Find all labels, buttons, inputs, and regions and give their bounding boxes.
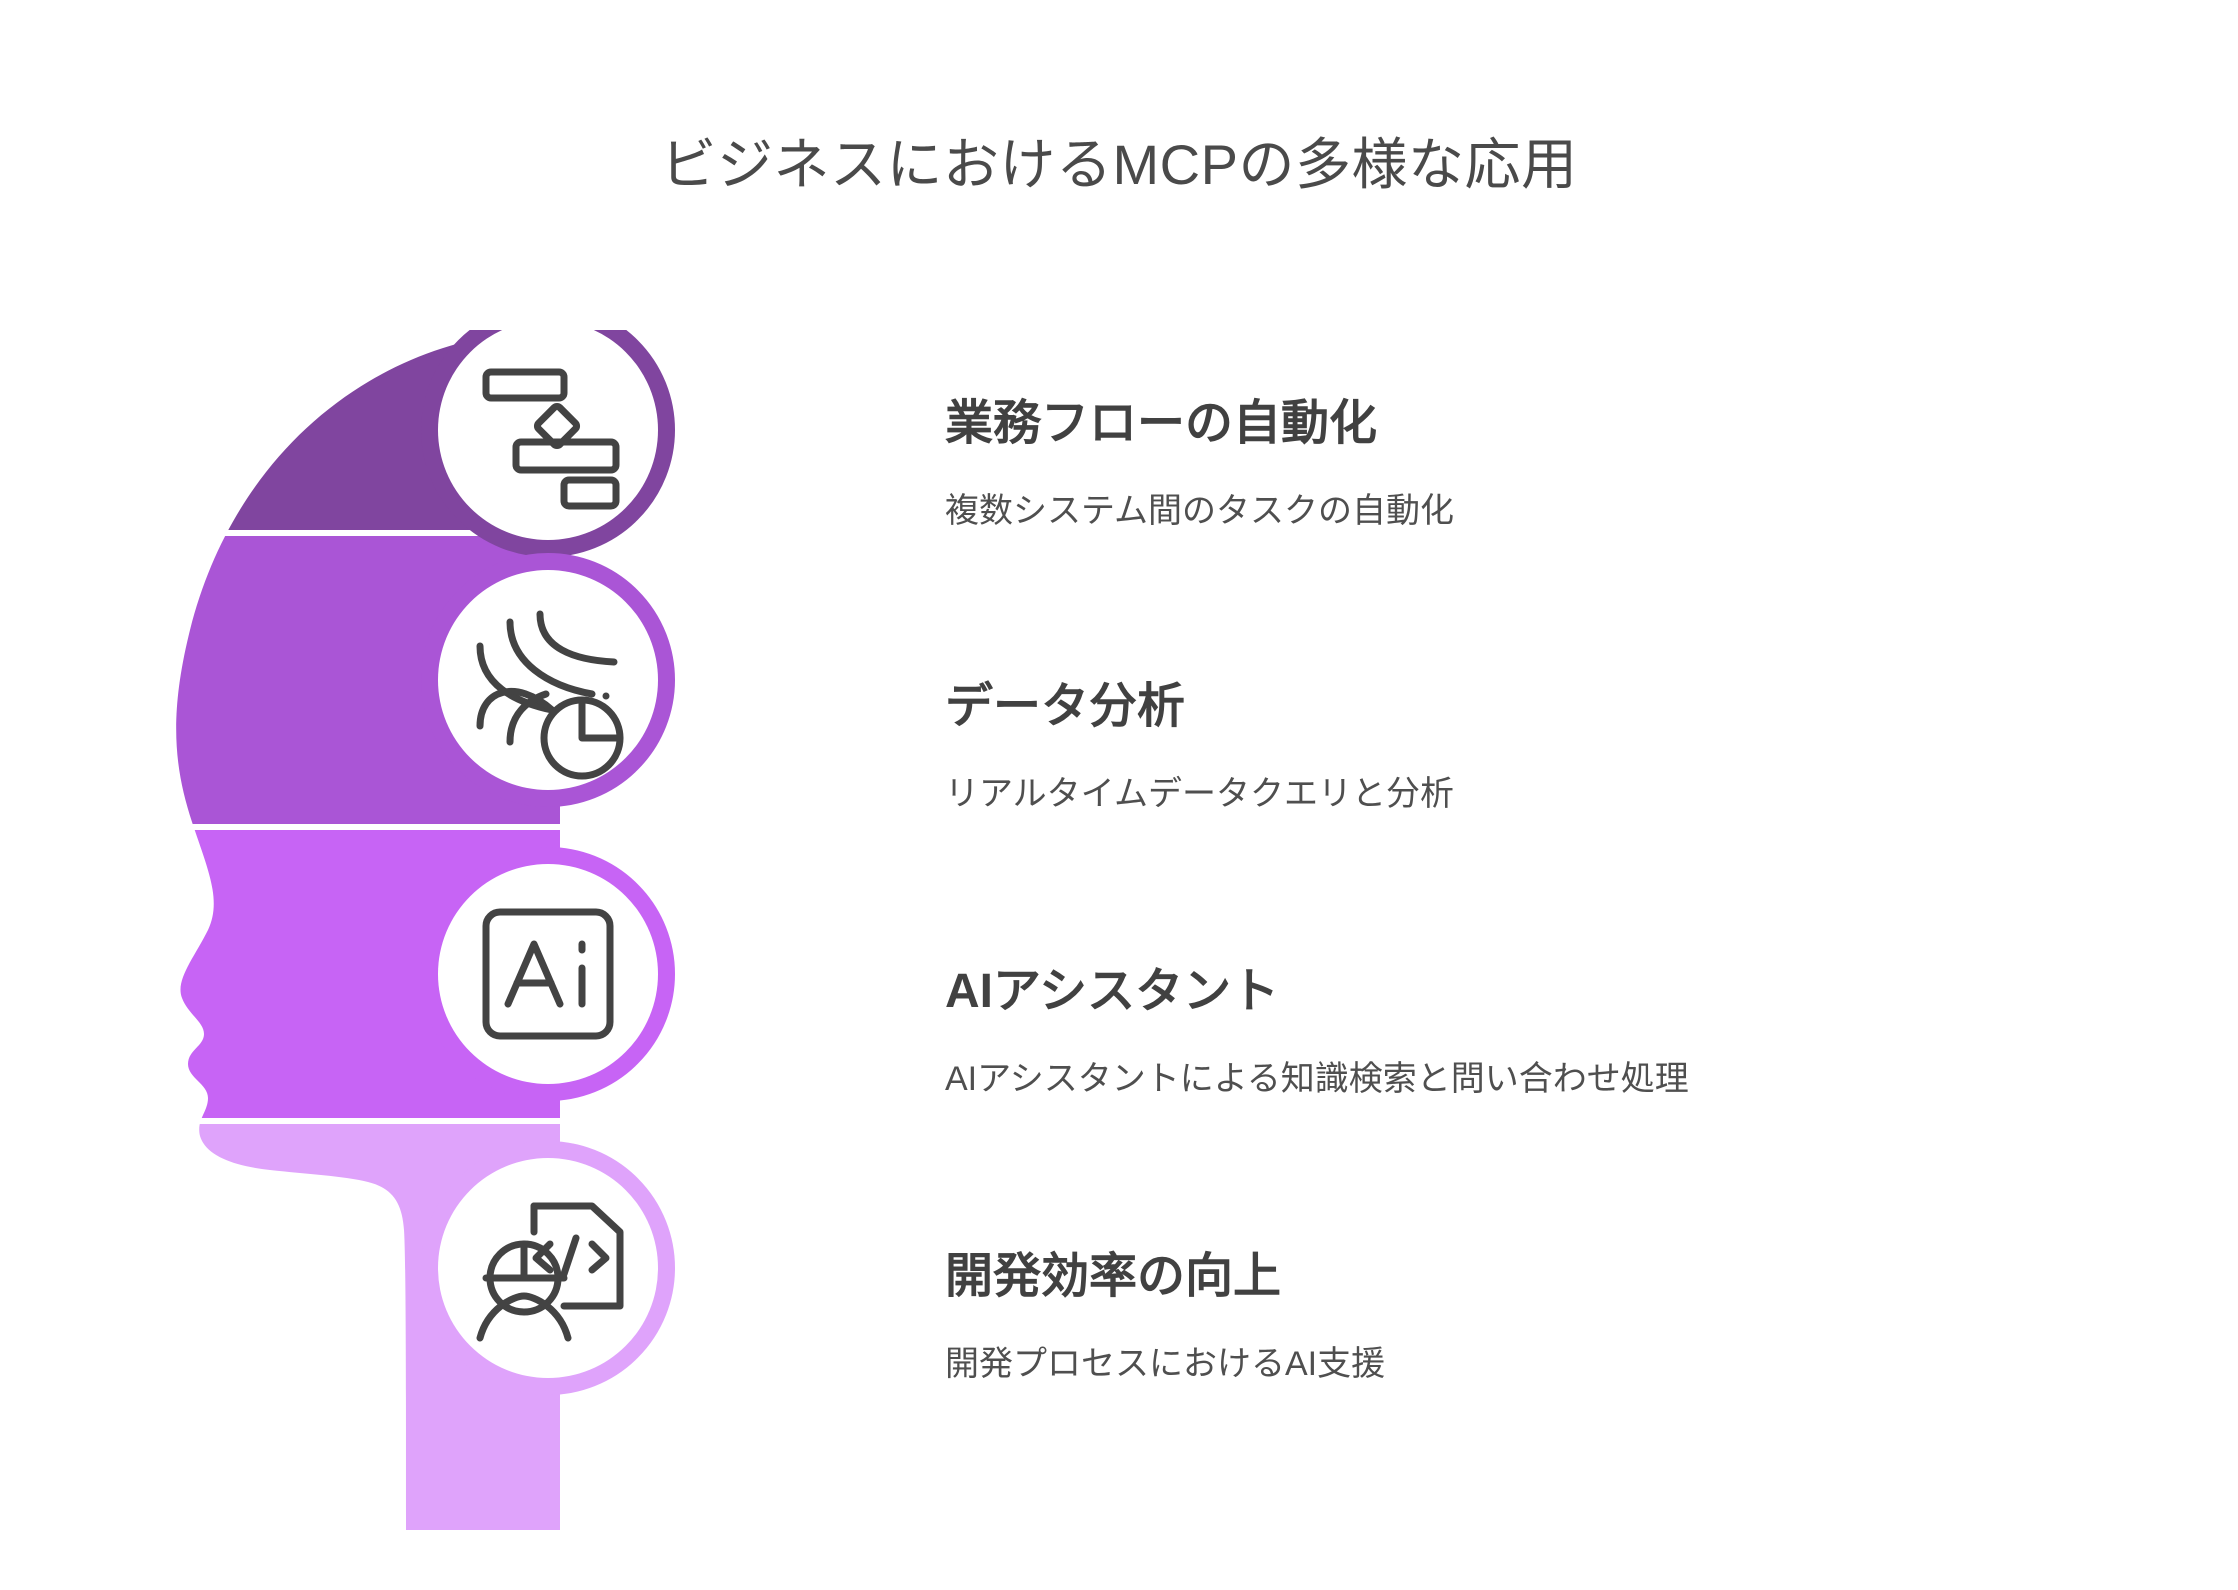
item-description: 複数システム間のタスクの自動化	[945, 491, 1454, 530]
head-silhouette	[176, 330, 675, 1530]
developer-code-document-icon	[476, 1202, 624, 1342]
item-description: リアルタイムデータクエリと分析	[945, 774, 1454, 813]
icon-ring-2	[421, 553, 675, 807]
icon-ring-4	[421, 1141, 675, 1395]
icon-ring-3	[421, 847, 675, 1101]
list-item: 業務フローの自動化 複数システム間のタスクの自動化	[945, 395, 1454, 533]
icon-ring-1	[421, 330, 675, 557]
list-item: 開発効率の向上 開発プロセスにおけるAI支援	[945, 1248, 1385, 1386]
list-item: データ分析 リアルタイムデータクエリと分析	[945, 678, 1454, 816]
page-title: ビジネスにおけるMCPの多様な応用	[660, 133, 1578, 196]
workflow-diagram-icon	[482, 368, 620, 510]
item-description: AIアシスタントによる知識検索と問い合わせ処理	[945, 1059, 1689, 1098]
item-heading: データ分析	[945, 680, 1186, 733]
item-heading: 開発効率の向上	[945, 1250, 1282, 1303]
item-heading: 業務フローの自動化	[945, 397, 1378, 450]
ai-badge-icon	[482, 908, 614, 1040]
item-heading: AIアシスタント	[945, 965, 1280, 1018]
list-item: AIアシスタント AIアシスタントによる知識検索と問い合わせ処理	[945, 963, 1689, 1101]
data-streams-pie-chart-icon	[476, 610, 624, 780]
item-description: 開発プロセスにおけるAI支援	[945, 1344, 1386, 1383]
